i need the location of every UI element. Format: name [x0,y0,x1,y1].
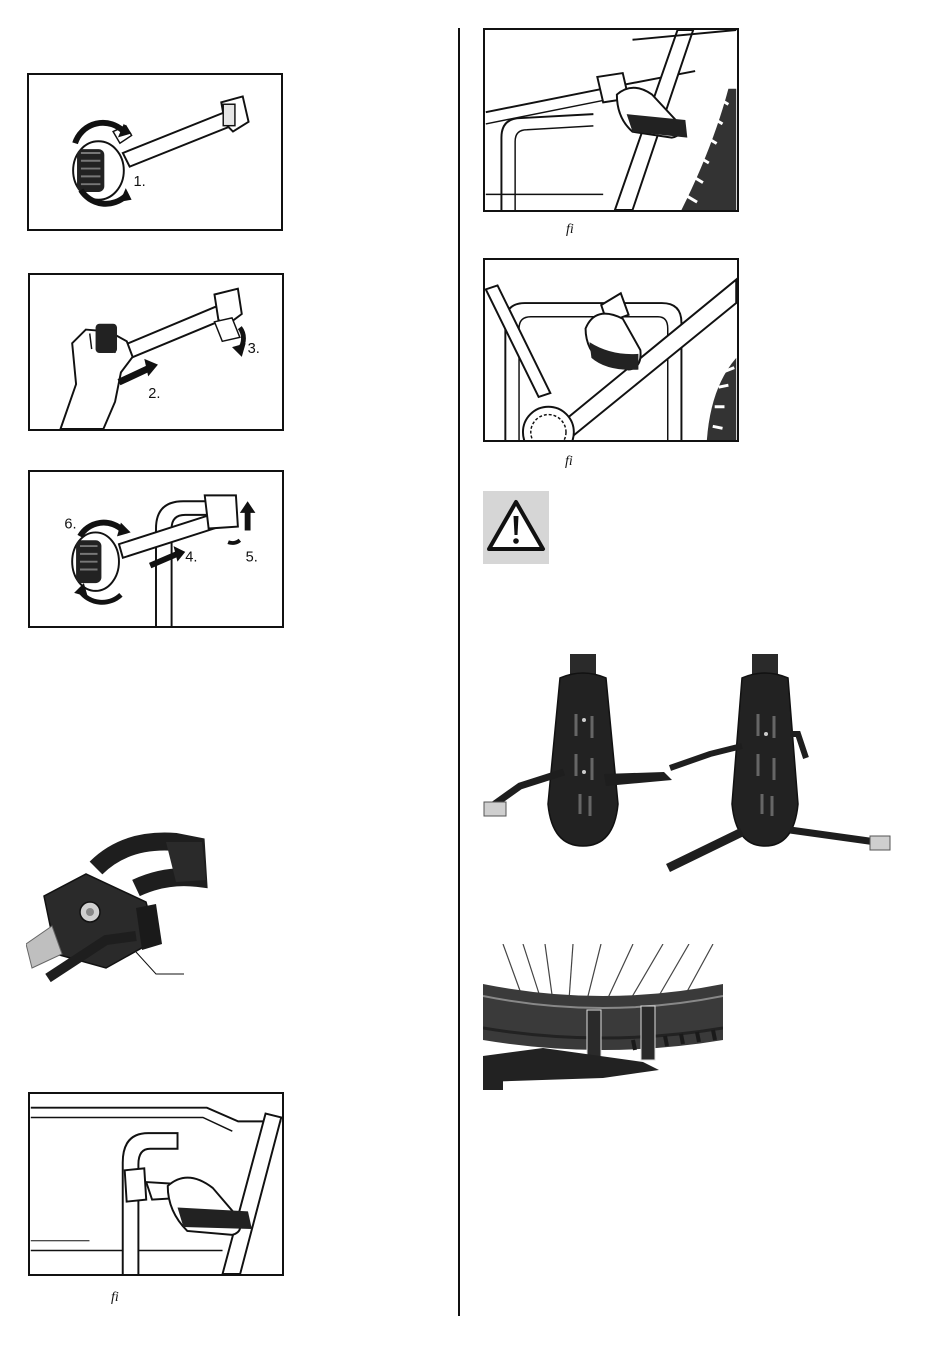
figure-step-2-3: 2. 3. [28,273,284,431]
warning-triangle-icon [483,491,549,564]
mounted-frame-illustration [30,1094,282,1274]
figure-mounted-left [28,1092,284,1276]
step-label-6: 6. [64,517,76,533]
strap-holder-photo [26,828,226,990]
step-label-2: 2. [148,386,160,402]
mounted-bike-chainring-illustration [485,260,737,440]
caption-right-second: fi [565,454,573,470]
mounted-bike-top-illustration [485,30,737,210]
step-label-3: 3. [248,341,260,357]
step-label-4: 4. [185,550,197,566]
hand-push-illustration: 2. 3. [30,275,282,429]
figure-mounted-right-second [483,258,739,442]
wheel-strap-photo [483,944,723,1090]
figure-step-1: 1. [27,73,283,231]
caption-left-bottom: fi [111,1290,119,1306]
step-label-1: 1. [134,174,146,190]
step-label-5: 5. [246,550,258,566]
wheel-holder-photo [480,654,892,878]
caption-right-top: fi [566,222,574,238]
column-divider [458,28,460,1316]
attach-frame-illustration: 4. 5. 6. [30,472,282,626]
warning-sign [483,491,549,564]
holder-arm-illustration: 1. [29,75,281,229]
figure-mounted-right-top [483,28,739,212]
figure-step-4-6: 4. 5. 6. [28,470,284,628]
